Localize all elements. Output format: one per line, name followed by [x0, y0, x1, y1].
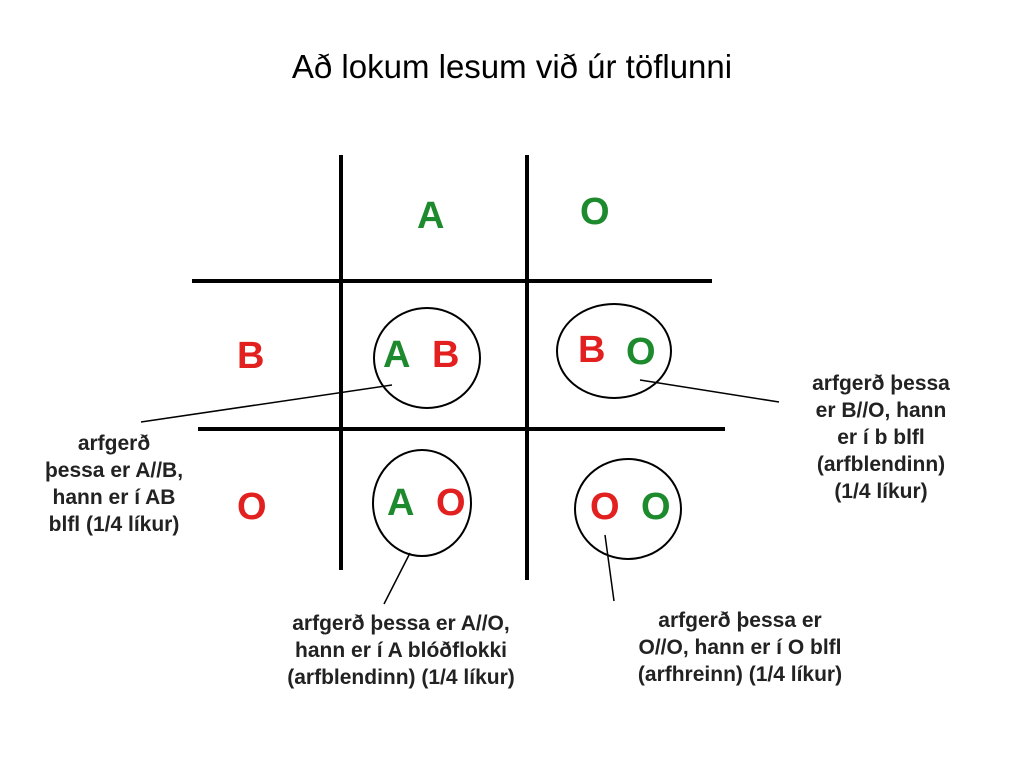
- cell-ab-allele-1: A: [383, 334, 411, 376]
- cell-bo-allele-1: B: [578, 329, 606, 371]
- leader-line-oo: [604, 534, 615, 602]
- note-ab-line: blfl (1/4 líkur): [48, 513, 180, 536]
- note-ab: arfgerð þessa er A//B, hann er í AB blfl…: [14, 430, 214, 538]
- leader-line-bo: [639, 379, 780, 403]
- note-bo: arfgerð þessa er B//O, hann er í b blfl …: [772, 370, 990, 505]
- column-header-o: O: [580, 191, 610, 233]
- leader-line-ab: [140, 384, 393, 423]
- note-ao-line: hann er í A blóðflokki: [295, 639, 507, 662]
- circle-bo: [556, 303, 672, 399]
- leader-line-ao: [383, 552, 411, 605]
- row-header-o: O: [237, 486, 267, 528]
- note-oo-line: O//O, hann er í O blfl: [638, 636, 842, 659]
- note-bo-line: (arfblendinn): [816, 453, 946, 476]
- cell-ao-allele-1: A: [387, 482, 415, 524]
- cell-ab-allele-2: B: [432, 334, 460, 376]
- note-bo-line: arfgerð þessa: [812, 372, 950, 395]
- note-oo-line: (arfhreinn) (1/4 líkur): [637, 663, 843, 686]
- note-oo: arfgerð þessa er O//O, hann er í O blfl …: [590, 607, 890, 688]
- note-bo-line: (1/4 líkur): [834, 480, 928, 503]
- note-bo-line: er B//O, hann: [815, 399, 947, 422]
- note-oo-line: arfgerð þessa er: [658, 609, 822, 632]
- note-ab-line: þessa er A//B,: [44, 459, 184, 482]
- note-ao: arfgerð þessa er A//O, hann er í A blóðf…: [236, 610, 566, 691]
- cell-oo-allele-1: O: [590, 486, 620, 528]
- column-header-a: A: [417, 195, 445, 237]
- note-bo-line: er í b blfl: [837, 426, 925, 449]
- cell-oo-allele-2: O: [641, 486, 671, 528]
- cell-ao-allele-2: O: [436, 482, 466, 524]
- note-ab-line: arfgerð: [77, 432, 151, 455]
- cell-bo-allele-2: O: [626, 331, 656, 373]
- note-ao-line: arfgerð þessa er A//O,: [292, 612, 510, 635]
- circle-ab: [373, 307, 481, 409]
- note-ao-line: (arfblendinn) (1/4 líkur): [287, 666, 515, 689]
- circle-ao: [372, 449, 472, 557]
- row-header-b: B: [237, 335, 265, 377]
- note-ab-line: hann er í AB: [52, 486, 176, 509]
- circle-oo: [574, 458, 682, 560]
- page-title: Að lokum lesum við úr töflunni: [291, 48, 733, 85]
